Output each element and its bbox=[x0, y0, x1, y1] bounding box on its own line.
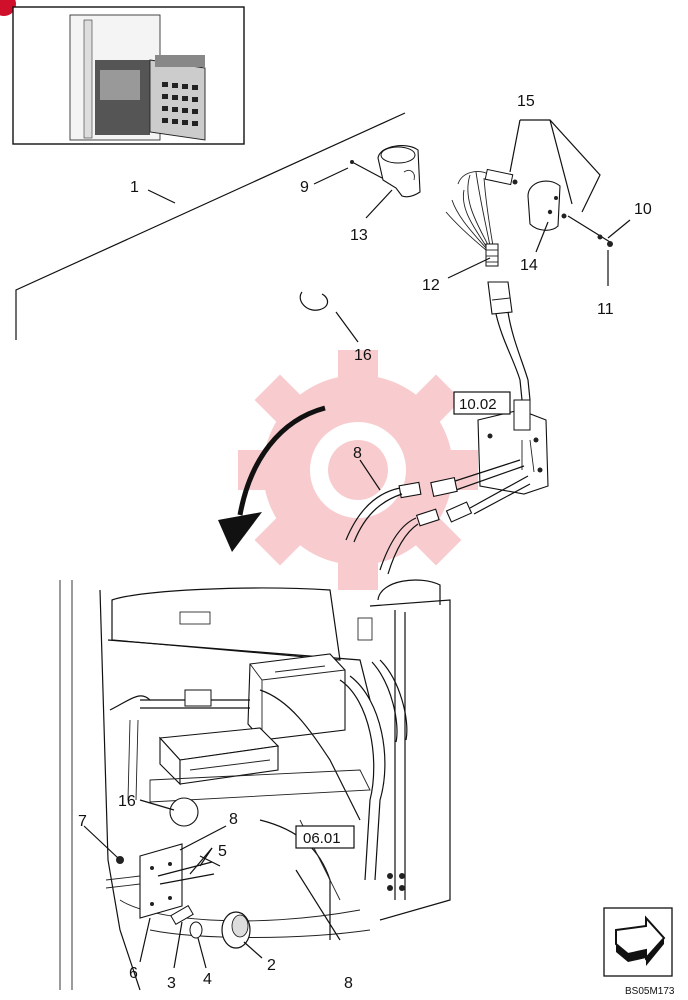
callout-3: 3 bbox=[167, 975, 176, 992]
screw-part bbox=[350, 160, 383, 179]
view-direction-arrow bbox=[218, 405, 326, 552]
callout-14: 14 bbox=[520, 257, 538, 274]
reference-top: 10.02 bbox=[459, 396, 497, 413]
switch-bracket-part bbox=[477, 399, 549, 495]
plug-part bbox=[484, 168, 518, 186]
callout-9: 9 bbox=[300, 179, 309, 196]
clip-part bbox=[299, 291, 329, 311]
callout-8-bottom: 8 bbox=[344, 975, 353, 992]
switch-cover-part bbox=[377, 145, 421, 198]
callout-2: 2 bbox=[267, 957, 276, 974]
callout-7: 7 bbox=[78, 813, 87, 830]
inset-thumbnail bbox=[12, 6, 245, 145]
callout-5: 5 bbox=[218, 843, 227, 860]
callout-1: 1 bbox=[130, 179, 139, 196]
drawing-code: BS05M173 bbox=[625, 986, 675, 997]
callout-12: 12 bbox=[422, 277, 440, 294]
callout-4: 4 bbox=[203, 971, 212, 988]
callout-15: 15 bbox=[517, 93, 535, 110]
callout-16-top: 16 bbox=[354, 347, 372, 364]
callout-11: 11 bbox=[597, 301, 614, 318]
watermark-gear-icon bbox=[238, 350, 478, 590]
wiring-harness-part bbox=[445, 171, 531, 401]
callout-10: 10 bbox=[634, 201, 652, 218]
next-page-arrow-icon[interactable] bbox=[603, 907, 673, 977]
callout-13: 13 bbox=[350, 227, 368, 244]
assembly-bracket-line bbox=[15, 112, 406, 340]
reference-bottom: 06.01 bbox=[303, 830, 341, 847]
corner-badge-icon bbox=[0, 0, 16, 16]
cab-interior-view bbox=[59, 579, 451, 991]
callout-6: 6 bbox=[129, 965, 138, 982]
callout-8-middle: 8 bbox=[229, 811, 238, 828]
switch-part bbox=[527, 180, 567, 231]
connector-harness-part bbox=[345, 459, 531, 575]
callout-8-top: 8 bbox=[353, 445, 362, 462]
callout-16-bottom: 16 bbox=[118, 793, 136, 810]
